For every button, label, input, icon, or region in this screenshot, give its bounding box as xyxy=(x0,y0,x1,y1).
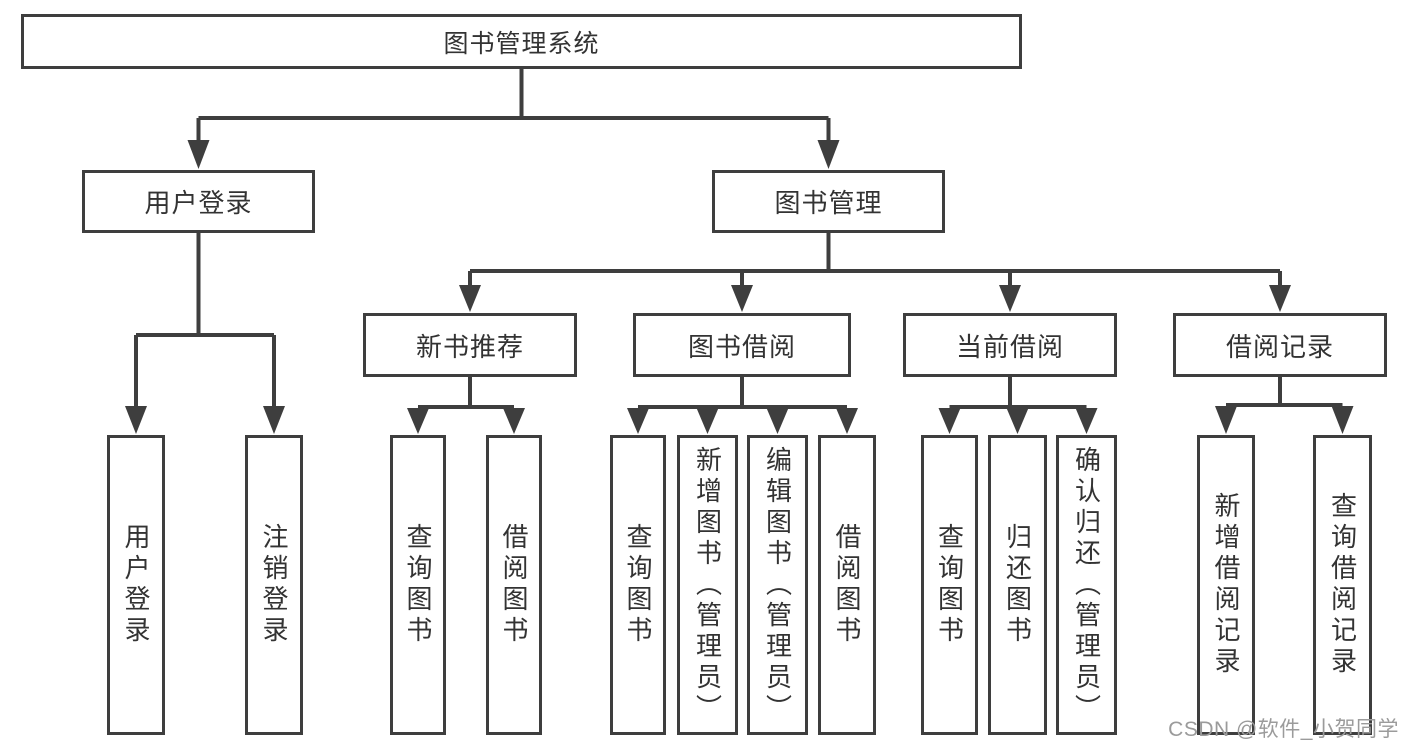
leaf-recommend-query-book: 查询图书 xyxy=(390,435,446,735)
arrowhead xyxy=(766,408,789,434)
leaf-user-login: 用户登录 xyxy=(107,435,165,735)
arrowhead xyxy=(731,285,753,312)
leaf-record-add-borrow-record: 新增借阅记录 xyxy=(1197,435,1255,735)
leaf-current-confirm-return-admin: 确认归还（管理员） xyxy=(1056,435,1117,735)
leaf-borrow-edit-book-admin: 编辑图书（管理员） xyxy=(747,435,808,735)
connector-line xyxy=(196,67,831,141)
arrowhead xyxy=(459,285,481,312)
connector-line xyxy=(468,231,1282,287)
node-borrow-record: 借阅记录 xyxy=(1173,313,1387,377)
connector-line xyxy=(638,375,847,409)
arrowhead xyxy=(938,408,961,434)
connector-user-login xyxy=(125,231,285,434)
leaf-borrow-add-book-admin: 新增图书（管理员） xyxy=(677,435,738,735)
arrowhead xyxy=(503,408,525,434)
connector-current-borrow xyxy=(938,375,1098,434)
arrowhead xyxy=(836,408,858,434)
leaf-record-query-borrow-record: 查询借阅记录 xyxy=(1313,435,1372,735)
arrowhead xyxy=(1331,406,1354,434)
arrowhead xyxy=(817,140,840,169)
arrowhead xyxy=(407,408,429,434)
node-new-book-recommend: 新书推荐 xyxy=(363,313,577,377)
csdn-watermark: CSDN @软件_小贺同学 xyxy=(1168,718,1399,741)
leaf-current-query-book: 查询图书 xyxy=(921,435,978,735)
node-current-borrow: 当前借阅 xyxy=(903,313,1117,377)
connector-new-book-recommend xyxy=(407,375,525,434)
arrowhead xyxy=(999,285,1021,312)
connector-line xyxy=(1226,375,1343,407)
node-user-login: 用户登录 xyxy=(82,170,315,233)
arrowhead xyxy=(1075,408,1098,434)
leaf-logout-login: 注销登录 xyxy=(245,435,303,735)
arrowhead xyxy=(187,140,210,169)
arrowhead xyxy=(696,408,719,434)
leaf-borrow-borrow-book: 借阅图书 xyxy=(818,435,876,735)
arrowhead xyxy=(627,408,649,434)
arrowhead xyxy=(1269,285,1291,312)
connector-root xyxy=(187,67,840,169)
connector-book-management xyxy=(459,231,1291,312)
connector-book-borrow xyxy=(627,375,858,434)
arrowhead xyxy=(1215,406,1237,434)
leaf-borrow-query-book: 查询图书 xyxy=(610,435,666,735)
node-book-borrow: 图书借阅 xyxy=(633,313,851,377)
node-root-system: 图书管理系统 xyxy=(21,14,1022,69)
connector-line xyxy=(134,231,276,408)
connector-line xyxy=(949,375,1087,409)
connector-line xyxy=(418,375,514,409)
connector-borrow-record xyxy=(1215,375,1354,434)
leaf-current-return-book: 归还图书 xyxy=(988,435,1047,735)
node-book-management: 图书管理 xyxy=(712,170,945,233)
arrowhead xyxy=(263,406,285,434)
leaf-recommend-borrow-book: 借阅图书 xyxy=(486,435,542,735)
arrowhead xyxy=(1006,408,1029,434)
arrowhead xyxy=(125,406,147,434)
